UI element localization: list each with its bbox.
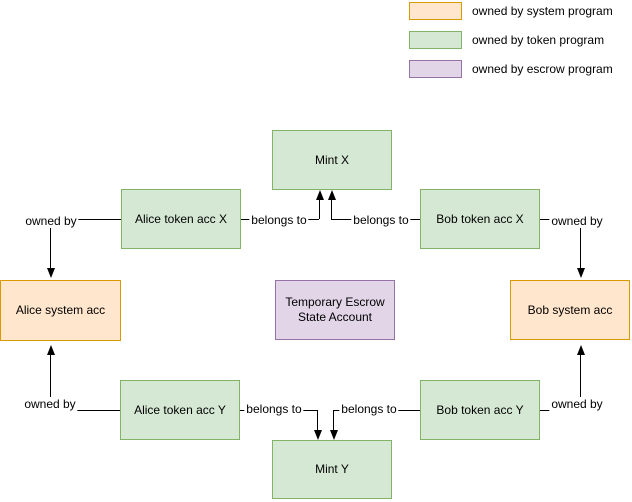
edge-line (331, 200, 332, 219)
legend-swatch-token-program (409, 31, 462, 49)
arrowhead-up-icon (328, 190, 336, 200)
edge-line (317, 410, 318, 430)
edge-line (50, 410, 120, 411)
edge-line (333, 410, 334, 430)
node-bob-token-acc-x: Bob token acc X (420, 189, 540, 249)
legend-label-escrow-program: owned by escrow program (472, 62, 613, 76)
node-alice-system-acc: Alice system acc (0, 280, 121, 341)
edge-label-owned-by: owned by (549, 214, 605, 228)
arrowhead-down-icon (330, 430, 338, 440)
edge-label-owned-by: owned by (549, 397, 605, 411)
node-alice-token-acc-x: Alice token acc X (121, 189, 241, 249)
arrowhead-up-icon (316, 190, 324, 200)
arrowhead-down-icon (577, 268, 585, 278)
arrowhead-up-icon (47, 345, 55, 355)
legend-swatch-system-program (409, 2, 462, 20)
node-mint-x: Mint X (272, 130, 392, 190)
edge-line (50, 219, 51, 268)
node-alice-token-acc-y: Alice token acc Y (120, 380, 240, 440)
node-bob-token-acc-y: Bob token acc Y (420, 380, 540, 440)
node-temporary-escrow-state-account: Temporary Escrow State Account (275, 280, 395, 340)
arrowhead-up-icon (577, 345, 585, 355)
legend-label-system-program: owned by system program (472, 4, 613, 18)
edge-label-owned-by: owned by (22, 397, 78, 411)
edge-line (580, 219, 581, 268)
node-mint-y: Mint Y (272, 440, 392, 499)
edge-line (580, 355, 581, 410)
edge-label-belongs-to: belongs to (351, 213, 411, 227)
edge-label-owned-by: owned by (23, 214, 79, 228)
node-bob-system-acc: Bob system acc (510, 280, 630, 340)
edge-label-belongs-to: belongs to (339, 402, 399, 416)
edge-label-belongs-to: belongs to (244, 402, 304, 416)
legend-swatch-escrow-program (409, 60, 462, 78)
edge-line (50, 355, 51, 410)
legend-label-token-program: owned by token program (472, 33, 605, 47)
edge-label-belongs-to: belongs to (249, 213, 309, 227)
arrowhead-down-icon (47, 268, 55, 278)
arrowhead-down-icon (314, 430, 322, 440)
edge-line (319, 200, 320, 219)
edge-line (50, 219, 121, 220)
